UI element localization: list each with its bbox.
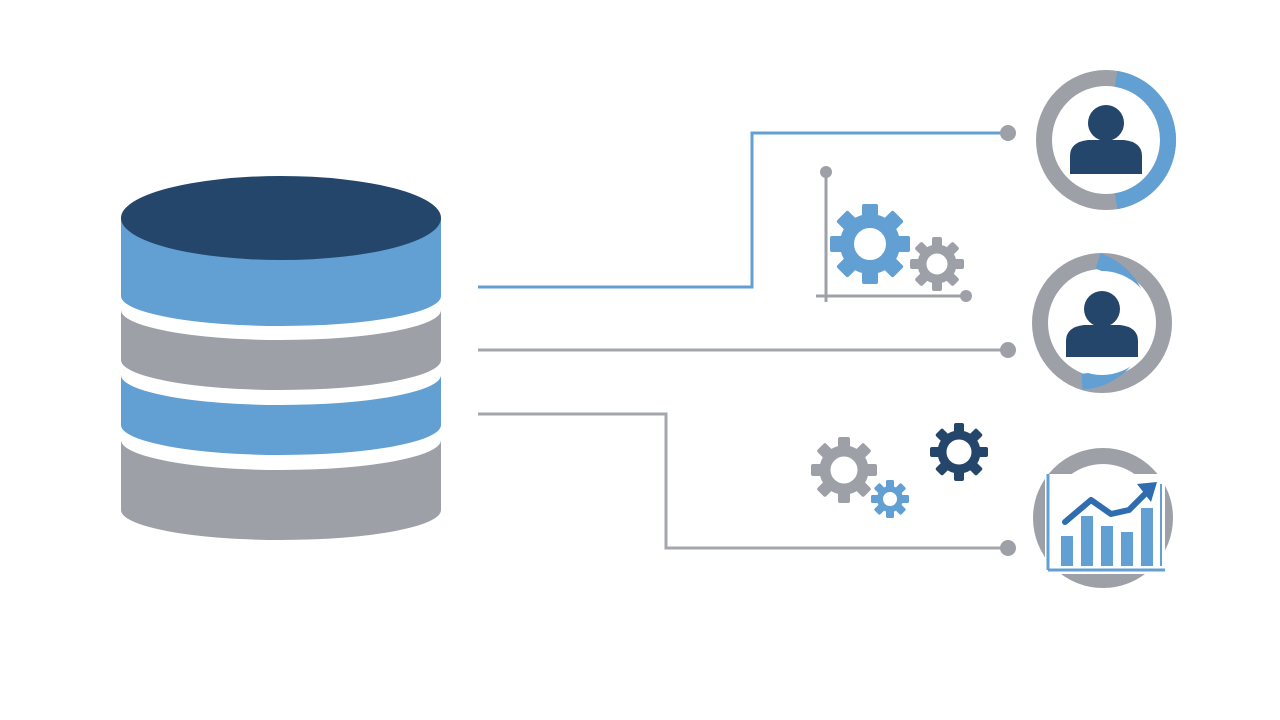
connector-endpoint-3	[1000, 540, 1016, 556]
gears-cluster-icon	[811, 423, 988, 518]
connector-endpoint-1	[1000, 125, 1016, 141]
bar-chart-trend-icon	[1045, 474, 1165, 574]
database-band-4	[121, 375, 441, 455]
user-node-1	[1036, 70, 1176, 210]
connectors	[478, 125, 1016, 556]
gear-icon	[830, 204, 910, 284]
gear-icon	[930, 423, 988, 481]
user-icon	[1070, 105, 1142, 174]
user-icon	[1066, 291, 1138, 357]
connector-line-1	[478, 131, 1008, 289]
gear-icon	[871, 480, 909, 518]
connector-line-3	[478, 412, 1008, 550]
database-band-3	[121, 310, 441, 390]
gear-icon	[910, 237, 964, 291]
connector-endpoint-2	[1000, 342, 1016, 358]
gears-on-axes-icon	[816, 166, 972, 302]
gear-icon	[811, 437, 877, 503]
database-icon	[121, 176, 441, 540]
analytics-node	[1033, 448, 1173, 588]
database-top	[121, 176, 441, 260]
database-band-5	[121, 440, 441, 540]
user-node-2	[1032, 253, 1172, 393]
